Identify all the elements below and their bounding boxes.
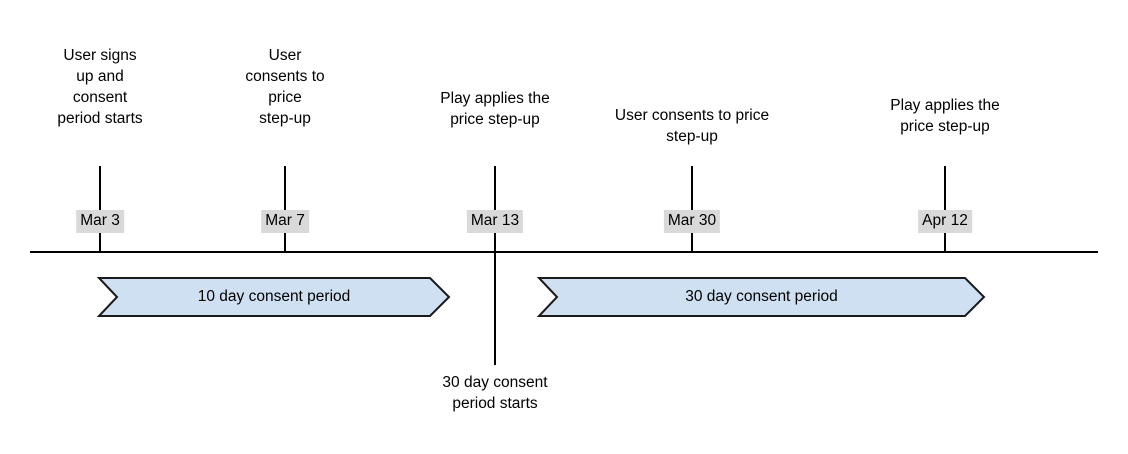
below-caption-mar-13: 30 day consent period starts: [442, 374, 548, 412]
date-chip-mar-7: Mar 7: [261, 210, 309, 233]
tick-line-mar-13: [494, 166, 496, 365]
date-chip-mar-3: Mar 3: [76, 210, 124, 233]
event-caption-apr-12: Play applies the price step-up: [890, 97, 1000, 135]
period-banner-ten-day: 10 day consent period: [96, 277, 451, 317]
date-chip-apr-12: Apr 12: [918, 210, 972, 233]
event-caption-mar-3: User signs up and consent period starts: [57, 47, 143, 127]
tick-line-mar-30: [691, 166, 693, 252]
tick-line-apr-12: [944, 166, 946, 252]
event-caption-mar-7: User consents to price step-up: [245, 47, 325, 127]
event-caption-mar-13: Play applies the price step-up: [440, 90, 550, 128]
period-banner-thirty-day: 30 day consent period: [536, 277, 986, 317]
chevron-icon-thirty-day: [536, 277, 986, 317]
chevron-icon-ten-day: [96, 277, 451, 317]
tick-line-mar-3: [99, 166, 101, 252]
tick-line-mar-7: [284, 166, 286, 252]
timeline-axis: [30, 251, 1098, 253]
event-caption-mar-30: User consents to price step-up: [614, 107, 770, 145]
date-chip-mar-13: Mar 13: [466, 210, 524, 233]
date-chip-mar-30: Mar 30: [663, 210, 721, 233]
